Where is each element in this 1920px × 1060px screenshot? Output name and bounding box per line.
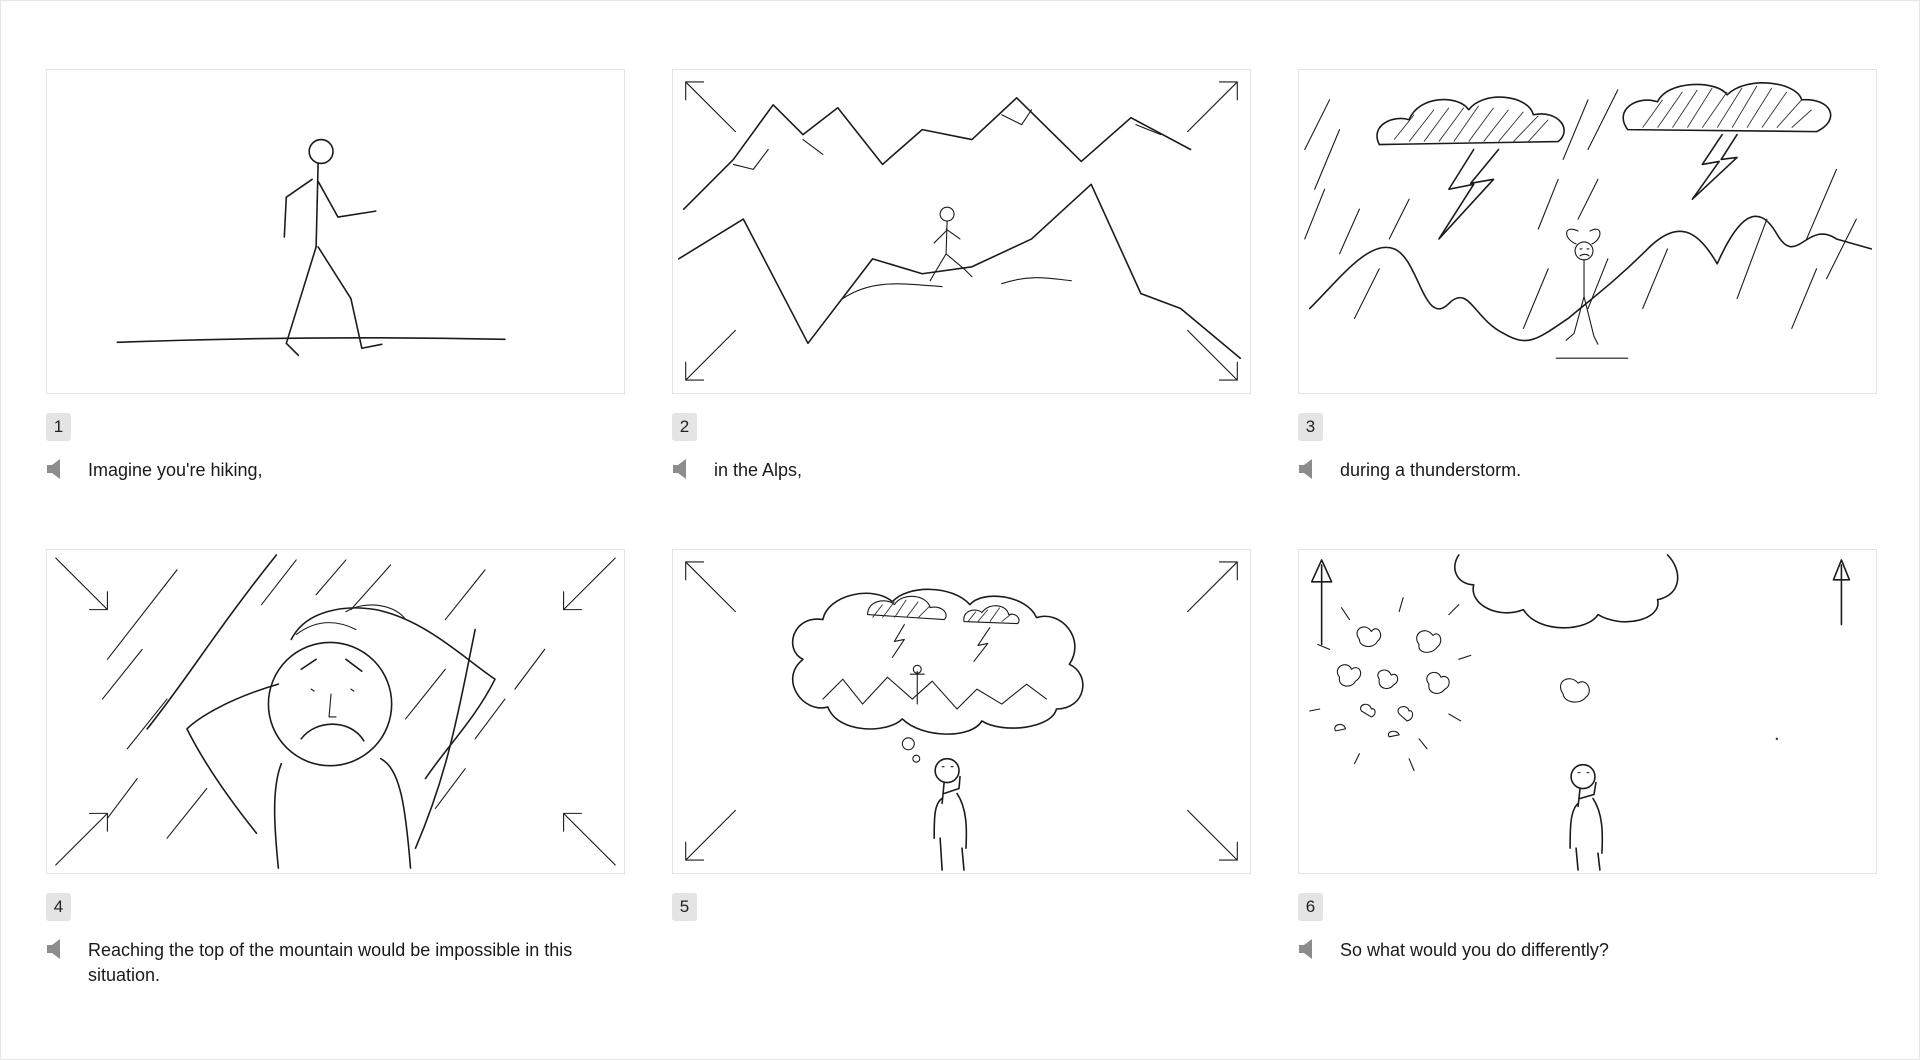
panel-5-sketch[interactable] [672, 549, 1251, 874]
panel-caption-row: So what would you do differently? [1298, 938, 1877, 963]
panel-number: 6 [1298, 893, 1323, 921]
speaker-icon[interactable] [672, 458, 692, 480]
storyboard-panel-1[interactable]: 1 Imagine you're hiking, [46, 69, 625, 549]
storyboard-panel-5[interactable]: 5 [672, 549, 1251, 1029]
speaker-icon[interactable] [1298, 938, 1318, 960]
thinking-person-sketch [685, 561, 1238, 871]
speaker-icon[interactable] [1298, 458, 1318, 480]
storyboard-panel-6[interactable]: 6 So what would you do differently? [1298, 549, 1877, 1029]
panel-caption: Reaching the top of the mountain would b… [88, 940, 573, 985]
panel-caption-row: in the Alps, [672, 458, 1251, 483]
speaker-icon[interactable] [46, 938, 66, 960]
storyboard-grid: 1 Imagine you're hiking, [46, 69, 1878, 1029]
panel-number: 1 [46, 413, 71, 441]
panel-3-sketch[interactable] [1298, 69, 1877, 394]
panel-number: 5 [672, 893, 697, 921]
speaker-icon[interactable] [46, 458, 66, 480]
close-up-worried-face-sketch [55, 554, 616, 869]
panel-caption: So what would you do differently? [1340, 940, 1609, 960]
storyboard-panel-3[interactable]: 3 during a thunderstorm. [1298, 69, 1877, 549]
thunderstorm-sketch [1304, 82, 1873, 359]
panel-caption-row: Reaching the top of the mountain would b… [46, 938, 625, 988]
panel-caption: during a thunderstorm. [1340, 460, 1522, 480]
panel-number: 4 [46, 893, 71, 921]
ideas-popping-sketch [1309, 554, 1851, 871]
panel-4-sketch[interactable] [46, 549, 625, 874]
panel-number: 2 [672, 413, 697, 441]
panel-6-sketch[interactable] [1298, 549, 1877, 874]
panel-caption-row: during a thunderstorm. [1298, 458, 1877, 483]
hiker-walking-sketch [116, 138, 506, 357]
panel-caption-row: Imagine you're hiking, [46, 458, 625, 483]
panel-caption: in the Alps, [714, 460, 803, 480]
panel-1-sketch[interactable] [46, 69, 625, 394]
storyboard-panel-4[interactable]: 4 Reaching the top of the mountain would… [46, 549, 625, 1029]
panel-caption: Imagine you're hiking, [88, 460, 263, 480]
alps-mountains-sketch [677, 81, 1242, 381]
storyboard-panel-2[interactable]: 2 in the Alps, [672, 69, 1251, 549]
panel-2-sketch[interactable] [672, 69, 1251, 394]
panel-number: 3 [1298, 413, 1323, 441]
